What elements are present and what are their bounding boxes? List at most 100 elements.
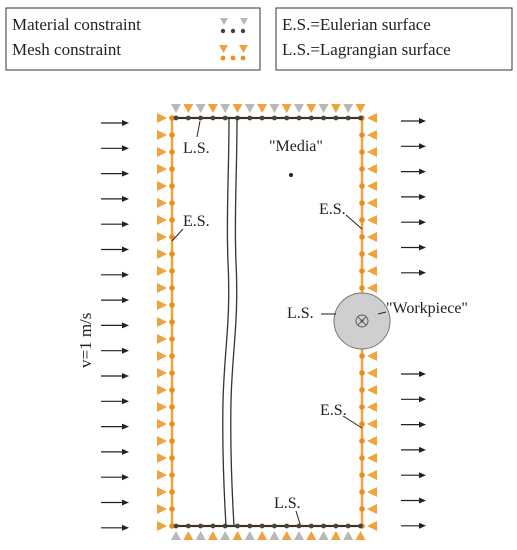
material-node [296,115,302,121]
label-ls-top: L.S. [183,140,210,157]
mesh-node [169,455,175,461]
mesh-node [359,489,365,495]
mesh-triangle [157,453,167,463]
material-node [321,523,326,529]
outflow-arrow [401,168,426,175]
mesh-node [169,132,175,138]
inflow-arrow [101,448,129,455]
mesh-triangle [157,198,167,208]
outflow-arrow [401,522,426,529]
mesh-node [359,370,365,376]
mesh-triangle [367,368,377,378]
legend-mesh-label: Mesh constraint [12,40,121,59]
bottom-constraint-triangle [330,531,341,540]
mesh-triangle [367,453,377,463]
label-ls-workpiece: L.S. [287,305,314,322]
inflow-arrow [101,322,129,329]
top-constraint-triangle [318,104,329,113]
mesh-node [169,285,175,291]
mesh-node [169,370,175,376]
mesh-triangle [157,147,167,157]
mesh-node [359,132,365,138]
mesh-triangle [157,130,167,140]
bottom-material-constraint-triangles [171,531,366,540]
left-mesh-constraint-triangles [157,113,167,531]
material-node [259,523,265,529]
material-node [185,115,191,121]
mesh-node [359,183,365,189]
inflow-arrow [101,221,129,228]
mesh-triangle [367,487,377,497]
material-node [259,115,265,121]
edge-material-nodes [173,115,363,529]
mesh-triangle [157,334,167,344]
inflow-arrow [101,195,129,202]
legend-surfaces-box [275,7,513,71]
material-node [308,523,314,529]
legend-eulerian-label: E.S.=Eulerian surface [282,15,431,34]
velocity-label: v=1 m/s [76,313,95,368]
top-material-constraint-triangles [171,104,366,113]
material-node [358,115,363,121]
mesh-node [169,489,175,495]
material-node [333,115,339,121]
material-node [272,115,277,121]
outflow-arrow [401,472,426,479]
legend-lagrangian-label: L.S.=Lagrangian surface [282,40,451,59]
mesh-triangle [367,249,377,259]
legend-constraints: Material constraint Mesh constraint [5,7,261,71]
mesh-node [169,353,175,359]
label-es-left: E.S. [183,213,210,230]
top-constraint-triangle [232,104,243,113]
mesh-node [359,251,365,257]
inflow-arrows [101,120,129,531]
outflow-arrow [401,219,426,226]
material-node [345,115,351,121]
mesh-triangle [157,436,167,446]
inflow-arrow [101,398,129,405]
break-lines [222,117,238,527]
outflow-arrow [401,446,426,453]
mesh-node [169,421,175,427]
mesh-node [359,404,365,410]
top-constraint-triangle [306,104,317,113]
mesh-node [169,200,175,206]
mesh-node [169,336,175,342]
inflow-arrow [101,423,129,430]
outflow-arrow [401,143,426,150]
inflow-arrow [101,474,129,481]
inflow-arrow [101,145,129,152]
top-constraint-triangle [171,104,181,113]
inflow-arrow [101,499,129,506]
mesh-triangle [367,113,377,123]
leader-lines [171,120,387,525]
mesh-triangle [157,402,167,412]
mesh-triangle [367,521,377,531]
material-node [308,115,314,121]
material-node [284,115,290,121]
material-node [321,115,326,121]
outflow-arrow [401,118,426,124]
material-node [173,115,179,121]
material-node [272,523,277,529]
bottom-constraint-triangle [195,531,206,540]
top-constraint-triangle [281,104,292,113]
mesh-triangle [367,504,377,514]
material-node [198,523,204,529]
outflow-arrow [401,497,426,504]
outflow-arrow [401,244,426,251]
label-ls-bottom: L.S. [274,495,301,512]
mesh-node [169,149,175,155]
mesh-node [169,404,175,410]
top-constraint-triangle [294,104,304,113]
mesh-node [359,166,365,172]
mesh-node [359,200,365,206]
legend-surfaces: E.S.=Eulerian surface L.S.=Lagrangian su… [275,7,513,71]
mesh-node [169,302,175,308]
mesh-triangle [157,266,167,276]
bottom-constraint-triangle [244,531,255,540]
material-node [198,115,204,121]
mesh-constraint-symbol [219,45,248,61]
mesh-node [169,183,175,189]
mesh-triangle [157,164,167,174]
